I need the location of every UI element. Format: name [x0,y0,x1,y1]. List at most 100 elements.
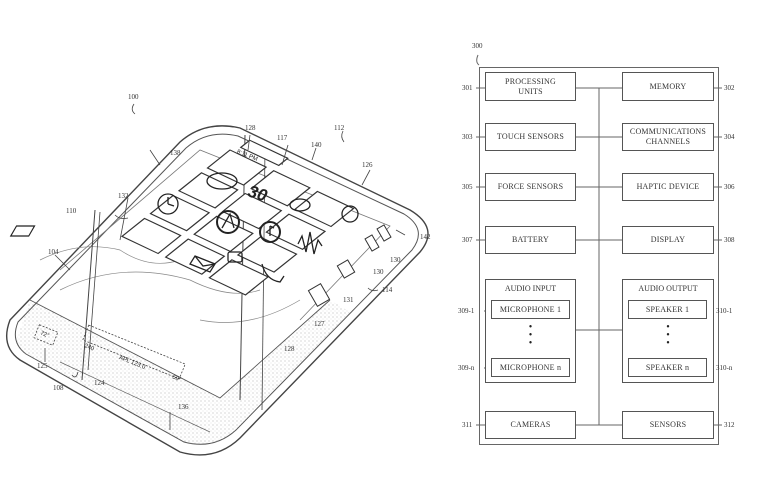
block-battery: BATTERY [485,226,576,254]
tablet-icon [9,225,36,237]
ref-114: 114 [382,286,393,294]
ref-306: 306 [724,183,735,191]
ref-311: 311 [462,421,473,429]
clock-icon [157,193,179,215]
ref-308: 308 [724,236,735,244]
block-label: MICROPHONE n [499,362,562,372]
phone-icon [261,263,285,283]
block-speaker-n: SPEAKER n [628,358,707,377]
group-audio-input: AUDIO INPUT MICROPHONE 1 ••• MICROPHONE … [485,279,576,383]
ref-305: 305 [462,183,473,191]
block-label: SPEAKER 1 [645,304,690,314]
mail-icon [189,255,216,273]
side-sensor [336,259,356,279]
block-cameras: CAMERAS [485,411,576,439]
ref-100: 100 [128,93,139,101]
block-memory: MEMORY [622,72,714,101]
block-label: CAMERAS [510,420,551,429]
app-tile-mail [120,217,182,255]
ref-303: 303 [462,133,473,141]
group-title: AUDIO OUTPUT [638,284,698,293]
block-label: HAPTIC DEVICE [636,182,700,191]
lightbulb-icon [341,205,359,223]
ticker-box [82,324,186,380]
block-label: PROCESSING UNITS [505,76,556,96]
block-speaker-1: SPEAKER 1 [628,300,707,319]
ref-104: 104 [48,248,59,256]
block-label: SPEAKER n [645,362,690,372]
block-touch-sensors: TOUCH SENSORS [485,123,576,151]
ref-301: 301 [462,84,473,92]
block-label: SENSORS [649,420,687,429]
app-tile-tablet [149,194,211,232]
compass-icon [216,210,240,234]
ref-131: 131 [343,296,354,304]
ref-136: 136 [178,403,189,411]
app-tile-compass [221,192,283,230]
ellipsis-dots: ••• [666,322,670,349]
ref-124: 124 [94,379,105,387]
ref-128-top: 128 [245,124,256,132]
ref-117: 117 [277,134,288,142]
app-tile-phone [208,259,270,296]
app-tile-clock [177,172,239,209]
block-sensors: SENSORS [622,411,714,439]
app-tile-music [193,215,254,253]
block-label: DISPLAY [650,235,686,244]
ref-142: 142 [420,233,431,241]
music-note-icon [259,221,281,243]
ref-110: 110 [66,207,77,215]
badge-icon [289,198,311,212]
ref-126: 126 [362,161,373,169]
ref-309-1: 309-1 [458,307,475,315]
ref-309-n: 309-n [458,364,475,372]
app-tile-30 [250,170,311,207]
group-title: AUDIO INPUT [504,284,557,293]
block-label: COMMUNICATIONS CHANNELS [629,127,707,146]
ref-130-lower: 130 [373,268,384,276]
chat-bubble-icon [206,172,238,190]
block-microphone-1: MICROPHONE 1 [491,300,570,319]
waveform-icon [297,231,323,255]
ref-304: 304 [724,133,735,141]
block-display: DISPLAY [622,226,714,254]
side-button [376,224,392,242]
block-label: TOUCH SENSORS [496,132,565,141]
ref-310-1: 310-1 [716,307,733,315]
ref-108: 108 [53,384,64,392]
ref-302: 302 [724,84,735,92]
ref-130-upper: 130 [390,256,401,264]
ref-127: 127 [314,320,325,328]
block-force-sensors: FORCE SENSORS [485,173,576,201]
app-icon-grid [120,139,355,296]
ref-128-bottom: 128 [284,345,295,353]
ref-300: 300 [472,42,483,50]
app-tile-light [265,213,327,250]
ref-138: 138 [170,149,181,157]
group-audio-output: AUDIO OUTPUT SPEAKER 1 ••• SPEAKER n [622,279,714,383]
block-label: BATTERY [512,235,549,244]
ref-132: 132 [118,192,129,200]
block-label: MEMORY [649,81,687,91]
ref-140: 140 [311,141,322,149]
block-processing-units: PROCESSING UNITS [485,72,576,101]
block-communications-channels: COMMUNICATIONS CHANNELS [622,123,714,151]
side-connector [307,283,331,307]
ref-310-n: 310-n [716,364,733,372]
device-outer-edge [6,125,429,456]
camera-icon [227,251,243,263]
system-boundary [479,67,719,445]
block-label: MICROPHONE 1 [499,304,562,314]
ref-307: 307 [462,236,473,244]
ref-125: 125 [37,362,48,370]
side-button [364,234,380,252]
block-haptic-device: HAPTIC DEVICE [622,173,714,201]
app-tile-wave [236,236,298,273]
ref-312: 312 [724,421,735,429]
ellipsis-dots: ••• [528,322,533,349]
stippled-side-region [17,300,350,445]
block-microphone-n: MICROPHONE n [491,358,570,377]
block-label: FORCE SENSORS [497,182,564,191]
ref-112: 112 [334,124,345,132]
app-tile-chat [206,149,268,186]
